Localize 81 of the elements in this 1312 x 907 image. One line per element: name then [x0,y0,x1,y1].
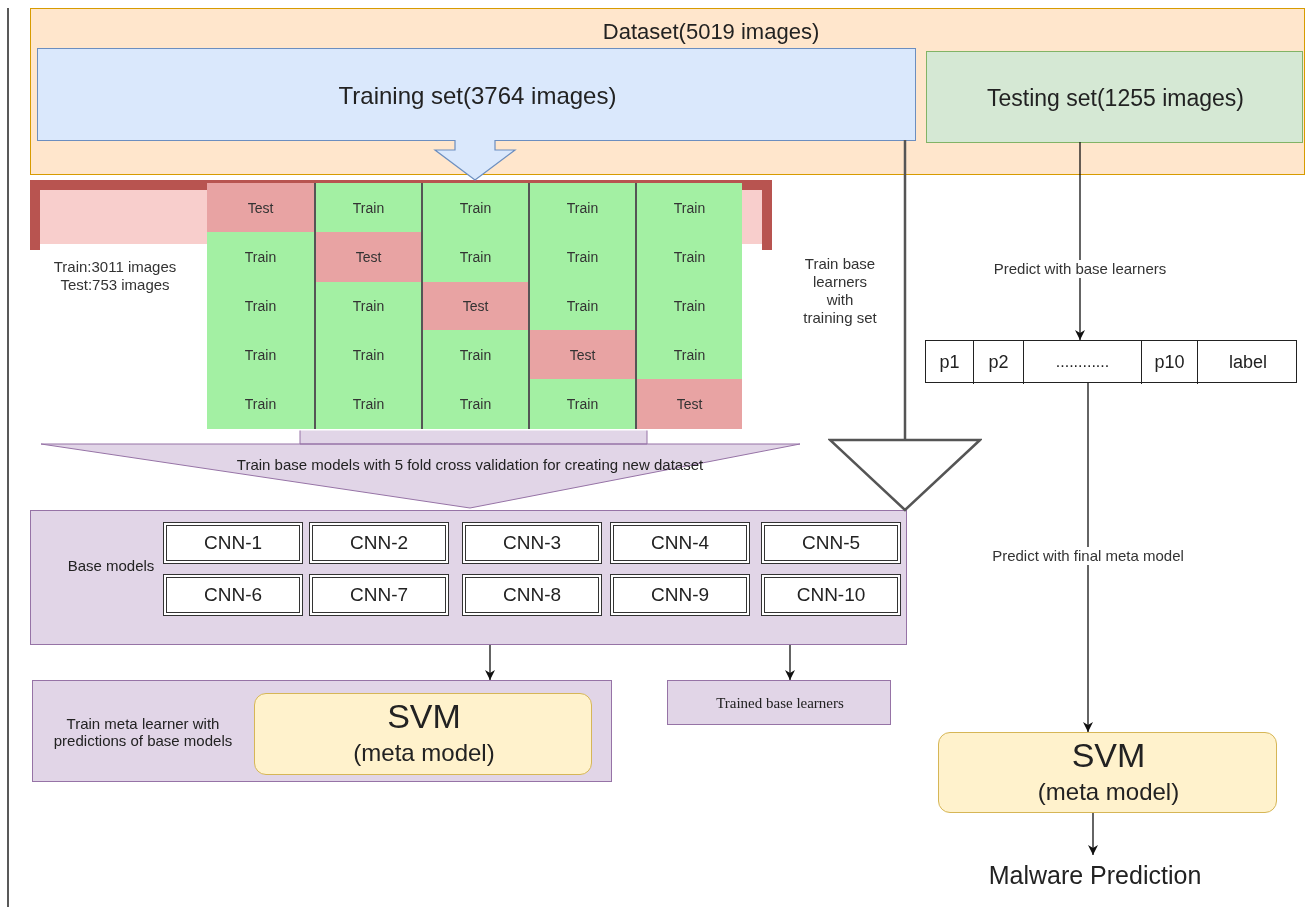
node-text: Train meta learner with predictions of base models [52,713,234,751]
node-text: CNN-7 [348,583,410,608]
split-note: Train:3011 images Test:753 images [52,258,178,294]
fold-cell: Train [314,183,421,232]
fold-cell: Train [635,183,742,232]
fold-cell: Test [421,282,528,330]
svm-box [938,732,1277,813]
dataset-panel [30,8,1305,175]
node-text: Base models [66,556,156,577]
table-cell-text: p1 [938,351,961,375]
node-text: Testing set(1255 images) [986,83,1245,113]
node-text: Malware Prediction [987,859,1203,891]
table-cell: p2 [973,341,1023,384]
fold-cell: Train [207,330,314,379]
fold-cell: Test [314,232,421,282]
fold-cell: Train [528,282,635,330]
node-text: CNN-9 [649,583,711,608]
fold-cell: Train [314,330,421,379]
prediction-row [925,340,1297,383]
cnn-box [163,522,303,564]
fold-cell: Train [528,183,635,232]
cnn-box [309,522,449,564]
fold-cell: Train [207,379,314,429]
fold-cell: Train [421,232,528,282]
arrow [1083,382,1093,733]
fold-cell: Train [421,379,528,429]
node-text: Train base models with 5 fold cross validation for creating new dataset [235,455,705,476]
fold-cell: Train [207,232,314,282]
table-cell: label [1197,341,1298,384]
cnn-box [163,574,303,616]
meta-learner-panel [32,680,612,782]
arrow [785,644,795,681]
table-cell: p10 [1141,341,1197,384]
arrow [1088,812,1098,856]
fold-cell: Train [207,282,314,330]
fold-cell: Train [635,282,742,330]
table-cell: ............ [1023,341,1141,384]
edge-label: Train base learners with training set [802,255,878,327]
node-text: CNN-6 [202,583,264,608]
cnn-box [309,574,449,616]
cnn-box [462,574,602,616]
node-text: Training set(3764 images) [337,80,618,111]
fold-cell: Test [207,183,314,232]
node-text: Trained base learners [715,693,845,713]
node-text: SVM [1070,735,1147,777]
node-text: Dataset(5019 images) [601,18,821,47]
cnn-box [761,522,901,564]
cnn-box [610,522,750,564]
node-text: CNN-5 [800,531,862,556]
arrow [1075,141,1085,341]
cnn-box [610,574,750,616]
fold-cell: Train [528,379,635,429]
cnn-box [761,574,901,616]
node-text: CNN-4 [649,531,711,556]
node-text: CNN-10 [795,583,867,608]
fold-cell: Train [635,330,742,379]
node-text: CNN-1 [202,531,264,556]
training-set-box [37,48,916,141]
svm-box [254,693,592,775]
fold-cell: Train [528,232,635,282]
testing-set-box [926,51,1303,143]
base-models-panel [30,510,907,645]
arrow [828,140,982,512]
fold-cell: Train [421,330,528,379]
node-text: CNN-3 [501,531,563,556]
trained-learners-box [667,680,891,725]
fold-cell: Test [635,379,742,429]
fold-cell: Train [421,183,528,232]
funnel-arrow [40,430,802,509]
arrow [485,644,495,681]
node-text: (meta model) [1036,777,1181,808]
node-text: CNN-8 [501,583,563,608]
fold-cell: Train [314,282,421,330]
node-text: (meta model) [352,738,496,769]
block-arrow [433,139,517,181]
node-text: SVM [386,696,462,738]
fold-cell: Test [528,330,635,379]
fold-cell: Train [314,379,421,429]
node-text: CNN-2 [348,531,410,556]
fold-cell: Train [635,232,742,282]
cnn-box [462,522,602,564]
